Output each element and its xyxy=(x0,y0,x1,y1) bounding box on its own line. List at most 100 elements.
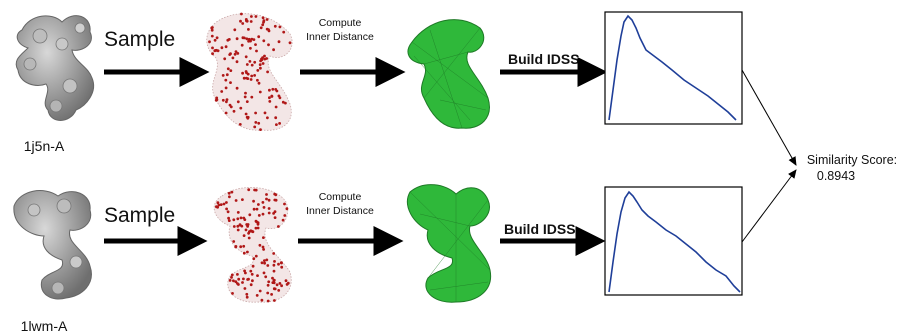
sample-point xyxy=(240,12,243,16)
sample-point xyxy=(226,210,230,214)
similarity-score-label: Similarity Score: xyxy=(807,153,897,167)
sample-point xyxy=(250,74,254,78)
build-label-2: Build IDSS xyxy=(504,221,576,237)
sample-point xyxy=(277,225,280,228)
sample-point xyxy=(244,271,247,275)
sample-point xyxy=(273,287,277,291)
sample-point xyxy=(262,39,266,43)
sample-point xyxy=(243,269,247,273)
sample-point xyxy=(241,281,244,284)
result-arrow-top xyxy=(741,69,797,166)
sample-point xyxy=(278,25,282,29)
sample-point xyxy=(252,199,256,203)
sample-point xyxy=(250,63,254,67)
sample-point xyxy=(275,283,279,287)
sample-point xyxy=(210,26,214,30)
sample-point xyxy=(239,216,243,220)
sample-point xyxy=(254,219,258,223)
sample-point xyxy=(277,262,280,266)
sample-point xyxy=(234,245,238,249)
sample-point xyxy=(245,295,249,299)
sample-point xyxy=(265,193,268,196)
sample-point xyxy=(262,206,266,209)
sample-point xyxy=(253,74,256,77)
sample-point xyxy=(286,281,290,285)
sample-point xyxy=(236,52,240,55)
sample-point xyxy=(244,112,248,116)
sample-point xyxy=(239,245,243,249)
sample-point xyxy=(228,103,232,107)
sample-point xyxy=(261,62,265,65)
sample-point xyxy=(215,205,218,209)
sample-point xyxy=(267,211,271,215)
sample-point xyxy=(232,279,235,283)
sample-point xyxy=(244,55,248,59)
sample-point xyxy=(270,94,274,98)
sample-point xyxy=(278,282,282,285)
sample-point xyxy=(273,24,277,28)
sample-point xyxy=(253,125,257,129)
histogram-curve-2 xyxy=(608,190,741,293)
sample-point xyxy=(232,225,236,228)
sample-point xyxy=(259,128,262,132)
sample-point xyxy=(273,198,277,202)
compute-label-2a: Compute xyxy=(319,191,362,203)
sample-point xyxy=(266,299,270,303)
row-2: 1lwm-A Sample Compute Inner Distance Bui… xyxy=(13,184,743,334)
inner-distance-mesh-1 xyxy=(407,19,490,129)
sample-point xyxy=(263,54,266,58)
sample-point xyxy=(249,20,253,23)
sample-point xyxy=(249,78,253,81)
sample-point xyxy=(208,40,211,44)
protein-label-2: 1lwm-A xyxy=(21,318,68,334)
sample-point xyxy=(245,37,249,41)
sample-point xyxy=(260,261,264,265)
sample-point xyxy=(236,228,240,232)
histogram-curve-1 xyxy=(608,14,737,121)
sample-point xyxy=(278,122,281,125)
sample-point xyxy=(281,218,285,222)
sample-point xyxy=(271,281,275,284)
protein-surface-1 xyxy=(15,15,94,121)
sample-point xyxy=(241,22,245,25)
sample-point xyxy=(272,263,276,267)
sample-point xyxy=(257,81,261,85)
sample-point xyxy=(268,88,271,92)
sample-point xyxy=(267,43,270,47)
sample-point xyxy=(256,222,260,226)
sample-point xyxy=(254,226,258,230)
sample-point xyxy=(213,38,217,42)
sample-point xyxy=(263,111,267,115)
sample-point xyxy=(222,202,226,206)
sample-point xyxy=(258,289,262,293)
sample-point xyxy=(257,121,261,125)
sample-point xyxy=(267,280,271,284)
sample-point xyxy=(242,251,246,255)
sample-point xyxy=(255,207,259,211)
sample-point xyxy=(273,299,276,302)
result-arrow-bottom xyxy=(741,169,797,243)
sample-point xyxy=(237,277,241,281)
sample-point xyxy=(277,94,281,98)
sample-point xyxy=(274,105,278,109)
sample-point xyxy=(247,236,251,240)
sample-point xyxy=(242,216,246,220)
sample-point xyxy=(220,90,224,93)
sample-point xyxy=(266,116,269,120)
sample-point xyxy=(211,46,214,50)
sample-point xyxy=(255,49,258,53)
sample-point xyxy=(272,279,276,282)
sample-point xyxy=(254,15,258,18)
sampled-points-2 xyxy=(213,187,292,303)
sample-point xyxy=(235,86,239,90)
sample-point xyxy=(245,76,248,80)
sample-point xyxy=(257,214,261,217)
sample-point xyxy=(266,264,270,267)
sample-point xyxy=(236,217,240,221)
sample-point xyxy=(254,121,258,124)
sample-point xyxy=(271,276,274,280)
sample-point xyxy=(270,293,273,296)
sample-point xyxy=(262,271,266,275)
sample-point xyxy=(235,60,239,64)
